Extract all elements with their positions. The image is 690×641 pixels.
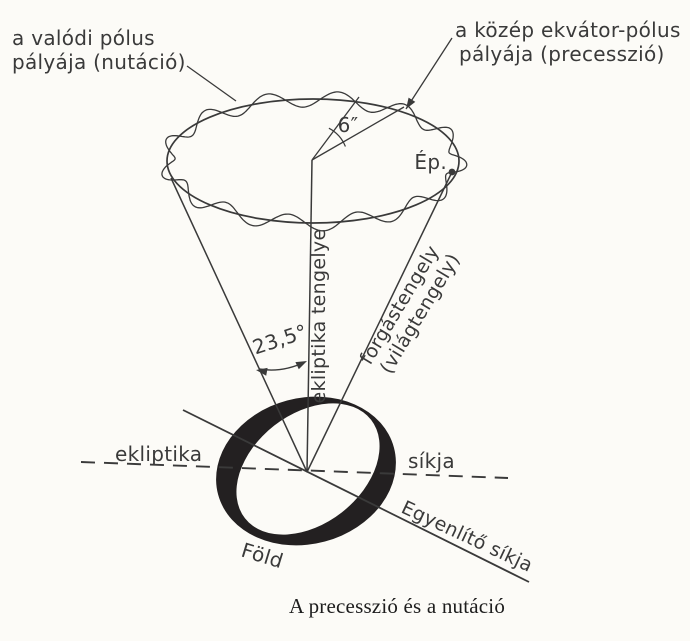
- obliquity-arrowhead-right-icon: [295, 361, 307, 370]
- nutation-label-line1: a valódi pólus: [12, 26, 155, 50]
- ecliptic-axis-line: [306, 159, 313, 473]
- ecliptic-plane-label-right: síkja: [408, 449, 455, 473]
- precession-cone-left-line: [170, 177, 308, 473]
- pole-point-marker: [448, 168, 456, 176]
- nutation-label-line2: pályája (nutáció): [12, 50, 186, 74]
- nutation-angle: [311, 96, 405, 161]
- obliquity-arrowhead-left-icon: [256, 367, 268, 376]
- figure-caption: A precesszió és a nutáció: [289, 594, 505, 618]
- angle-arc: [328, 127, 346, 147]
- rotation-axis-line: [306, 171, 453, 473]
- precession-label-line2: pályája (precesszió): [459, 42, 665, 66]
- angle-ray-left: [311, 96, 360, 161]
- nutation-curve: [161, 91, 468, 232]
- angle-ray-right: [311, 106, 405, 161]
- ecliptic-plane-dashed-line: [80, 461, 509, 479]
- pole-point-label: Ép.: [414, 150, 447, 174]
- nutation-leader-line: [186, 65, 237, 102]
- obliquity-label: 23,5°: [249, 319, 310, 359]
- obliquity-angle-arrow: [256, 361, 307, 376]
- precession-leader-arrowhead-icon: [406, 97, 416, 109]
- equator-plane-label: Egyenlítő síkja: [398, 497, 536, 577]
- precession-ellipse: [166, 98, 460, 224]
- nutation-amplitude-label: 6″: [338, 113, 359, 137]
- precession-label-line1: a közép ekvátor-pólus: [455, 18, 681, 42]
- ecliptic-plane-label-left: ekliptika: [115, 442, 202, 466]
- equator-plane-line: [182, 409, 530, 583]
- ecliptic-axis-label: ekliptika tengelye: [308, 229, 330, 404]
- precession-leader-line: [405, 37, 453, 110]
